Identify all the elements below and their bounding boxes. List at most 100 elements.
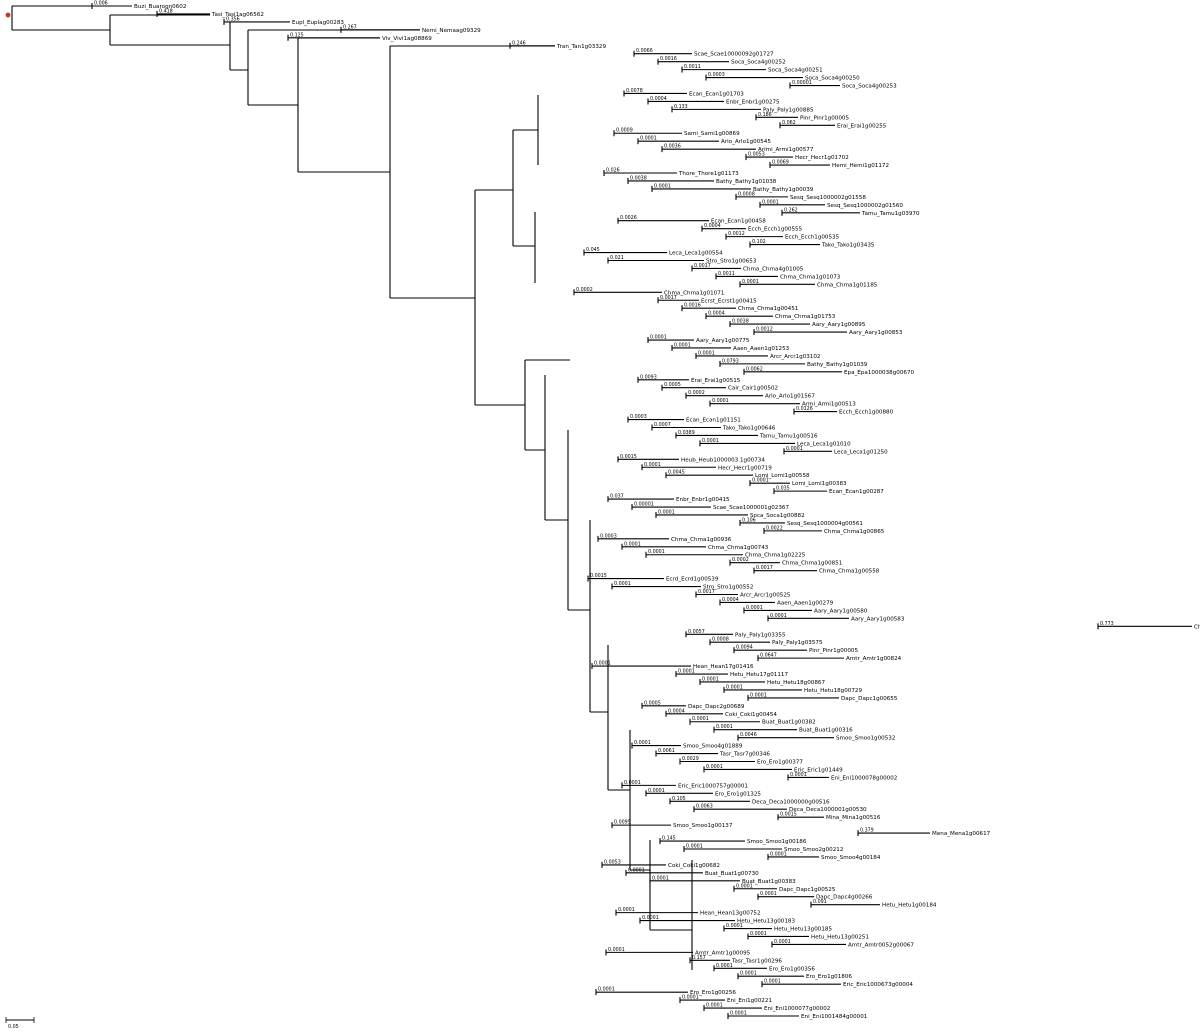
leaf-label: Hetu_Hetu18g00729 <box>804 688 862 694</box>
leaf-label: Smoo_Smoo4g01889 <box>683 744 743 750</box>
branch-length-label: 0.0001 <box>740 971 757 977</box>
leaf-label: Dapc_Dapc2g00689 <box>688 704 745 710</box>
leaf-label: Sesq_Sesq1000004g00561 <box>787 521 863 527</box>
branch-length-label: 0.0057 <box>688 629 705 635</box>
leaf-label: Tasr_Tasr1g00296 <box>731 958 782 964</box>
leaf-label: Buat_Buat1g00383 <box>742 879 796 885</box>
leaf-label: Tamu_Tamu1g03970 <box>861 211 920 217</box>
leaf-label: Paly_Paly1g00885 <box>763 107 814 113</box>
scale-bar: 0.05 <box>5 1017 35 1030</box>
leaf-label: Chma_Chma1g00743 <box>708 545 769 551</box>
leaf-label: Ecan_Ecan1g01703 <box>689 91 744 97</box>
leaf-label: Bathy_Bathy1g01038 <box>716 179 777 185</box>
leaf-label: Eni_Eni1000078g00002 <box>831 775 897 781</box>
leaf-label: Ecch_Ecch1g00535 <box>785 235 840 241</box>
branch-length-label: 0.0005 <box>664 382 681 388</box>
leaf-label: Chma_Chma1g01185 <box>817 282 878 288</box>
leaf-label: Amtr_Amtr0052g00067 <box>848 942 914 948</box>
branch-length-label: 0.0001 <box>692 716 709 722</box>
branch-length-label: 0.0015 <box>620 454 637 460</box>
branch-length-label: 0.0036 <box>664 144 681 150</box>
branch-length-label: 0.0001 <box>658 509 675 515</box>
branch-length-label: 0.0001 <box>618 907 635 913</box>
branch-length-label: 0.0001 <box>682 995 699 1001</box>
branch-length-label: 0.0017 <box>756 565 773 571</box>
branch-length-label: 0.091 <box>813 899 827 905</box>
branch-length-label: 0.0001 <box>654 183 671 189</box>
branch-length-label: 0.0001 <box>634 740 651 746</box>
branch-length-label: 0.0001 <box>752 478 769 484</box>
branch-length-label: 0.0063 <box>696 804 713 810</box>
leaf-label: Coki_Coki1g00454 <box>725 712 777 718</box>
leaf-label: Paly_Paly1g03575 <box>772 640 823 646</box>
branch-length-label: 0.157 <box>692 955 706 961</box>
leaf-label: Soca_Soca4g00250 <box>805 76 860 82</box>
branch-length-label: 0.0001 <box>764 979 781 985</box>
branch-length-label: 0.0004 <box>650 96 667 102</box>
scale-bar-label: 0.05 <box>8 1024 19 1030</box>
leaf-label: Ero_Ero1g00256 <box>690 990 736 996</box>
branch-length-label: 0.0001 <box>628 867 645 873</box>
branch-length-label: 0.0004 <box>708 311 725 317</box>
branch-length-label: 0.0001 <box>760 891 777 897</box>
branch-length-label: 0.0001 <box>644 462 661 468</box>
leaf-label: Eni_Eni1000077g00002 <box>764 1006 830 1012</box>
branch-length-label: 0.0001 <box>770 851 787 857</box>
leaf-label: Lomi_Lomi1g00383 <box>792 481 847 487</box>
branch-length-label: 0.0001 <box>702 438 719 444</box>
leaf-label: Arcr_Arcr1g03102 <box>770 354 820 360</box>
branch-length-label: 0.125 <box>290 32 304 38</box>
branch-length-label: 0.0001 <box>774 939 791 945</box>
leaf-label: Soca_Soca4g00252 <box>731 60 786 66</box>
leaf-label: Smoo_Smoo1g00532 <box>836 736 895 742</box>
leaf-label: Mina_Mina1g00516 <box>826 815 881 821</box>
branch-length-label: 0.0001 <box>790 772 807 778</box>
branch-length-label: 0.0001 <box>726 684 743 690</box>
leaf-label: Scae_Scae1000001g02367 <box>713 505 789 511</box>
branch-length-label: 0.0026 <box>620 215 637 221</box>
leaf-label: Epa_Epa1000038g00670 <box>844 370 915 376</box>
leaf-label: Smoo_Smoo1g00137 <box>673 823 733 829</box>
branch-length-label: 0.021 <box>610 255 624 261</box>
leaf-label: Chma_Chma1g00851 <box>782 561 843 567</box>
branch-length-label: 0.0004 <box>722 597 739 603</box>
leaf-label: Arimi_Armi1g00577 <box>758 147 814 153</box>
branch-length-label: 0.0001 <box>698 350 715 356</box>
branch-length-label: 0.262 <box>784 207 798 213</box>
leaf-label: Aary_Aary1g00895 <box>812 322 866 328</box>
leaf-label: Chma_Chma1g00558 <box>819 569 880 575</box>
leaf-label: Ecch_Ecch1g00555 <box>748 227 803 233</box>
branch-length-label: 0.0001 <box>750 931 767 937</box>
leaf-label: Chma_Chma1g01753 <box>775 314 836 320</box>
branch-length-label: 0.0061 <box>658 748 675 754</box>
branch-length-label: 0.0002 <box>732 557 749 563</box>
leaf-label: Buat_Buat1g00730 <box>705 871 759 877</box>
branch-length-label: 0.186 <box>758 112 772 118</box>
branch-length-label: 0.0647 <box>760 653 777 659</box>
branch-length-label: 0.0066 <box>636 48 653 54</box>
branch-length-label: 0.0009 <box>616 128 633 134</box>
leaf-label: Buat_Buat1g00316 <box>799 728 853 734</box>
leaf-label: Enbr_Enbr1g00415 <box>676 497 730 503</box>
leaf-label: Deca_Deca1000001g00530 <box>789 807 867 813</box>
branch-length-label: 0.106 <box>742 517 756 523</box>
leaf-label: Smoo_Smoo2g00212 <box>784 847 843 853</box>
branch-length-label: 0.0389 <box>678 430 695 436</box>
branch-length-label: 0.0002 <box>688 390 705 396</box>
branch-length-label: 0.0015 <box>780 812 797 818</box>
branch-length-label: 0.0001 <box>736 883 753 889</box>
leaf-label: Aaen_Aaen1g01253 <box>733 346 790 352</box>
branch-length-label: 0.0001 <box>648 549 665 555</box>
leaf-label: Mena_Mena1g00617 <box>932 831 991 837</box>
leaf-label: Lomi_Lomi1g00558 <box>755 473 810 479</box>
branch-length-label: 0.0015 <box>590 573 607 579</box>
branch-length-label: 0.0001 <box>678 669 695 675</box>
leaf-label: Ecrd_Ecrd1g00539 <box>666 577 719 583</box>
tree-branches <box>11 3 1192 1019</box>
leaf-label: Buat_Buat1g00382 <box>762 720 816 726</box>
branch-length-label: 0.026 <box>606 168 620 174</box>
leaf-label: Stro_Stro1g00653 <box>706 258 757 264</box>
branch-length-label: 0.0005 <box>644 700 661 706</box>
leaf-label: Soca_Soca4g00253 <box>842 84 897 90</box>
leaf-label: Heub_Heub1000003.1g00734 <box>681 457 765 463</box>
